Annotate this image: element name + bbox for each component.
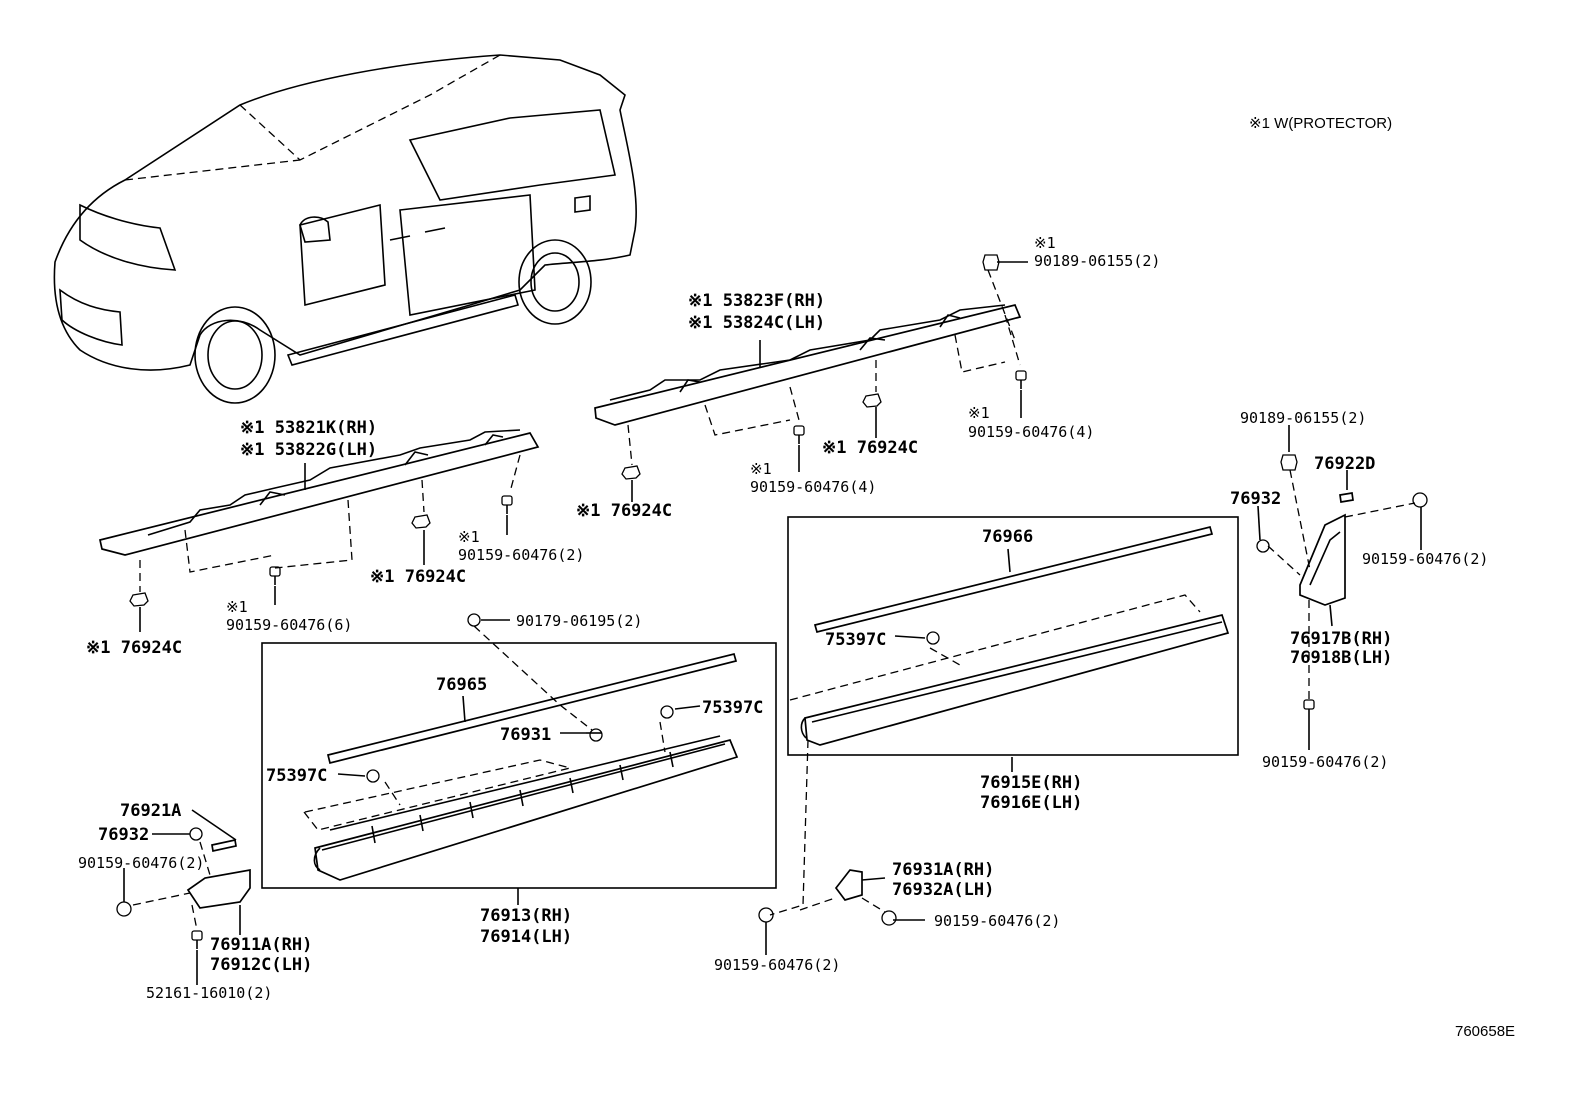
- callout-c26: 90159-60476(2): [1262, 753, 1388, 771]
- callout-c32-line2: 76932A(LH): [892, 880, 994, 900]
- screw-fastener: [1015, 370, 1027, 389]
- callout-c18: 76966: [982, 527, 1033, 547]
- callout-c31: 52161-16010(2): [146, 984, 272, 1002]
- callout-c20-line2: 76916E(LH): [980, 793, 1082, 813]
- callout-c10-line1: ※1: [226, 598, 248, 616]
- callout-c11: ※1 76924C: [86, 638, 182, 658]
- callout-c8-line1: ※1: [458, 528, 480, 546]
- callout-c6: ※1 76924C: [576, 501, 672, 521]
- front-rocker-protector: [98, 429, 540, 556]
- clip-fastener: [1280, 454, 1298, 471]
- callout-c32-line1: 76931A(RH): [892, 860, 994, 880]
- front-end-seal: [211, 838, 237, 853]
- push-clip: [366, 769, 380, 783]
- callout-c22: 76922D: [1314, 454, 1375, 474]
- callout-c33: 90159-60476(2): [934, 912, 1060, 930]
- callout-c23: 76932: [1230, 489, 1281, 509]
- leader-lines: [123, 261, 1422, 985]
- screw-fastener: [191, 930, 203, 949]
- callout-c34: 90159-60476(2): [714, 956, 840, 974]
- diagram-id: 760658E: [1455, 1023, 1515, 1040]
- push-clip: [926, 631, 940, 645]
- push-clip: [1256, 539, 1270, 553]
- callout-c12: 90179-06195(2): [516, 612, 642, 630]
- callout-c27: 76921A: [120, 801, 181, 821]
- retainer-clip: [129, 592, 149, 607]
- push-clip: [189, 827, 203, 841]
- callout-c24: 90159-60476(2): [1362, 550, 1488, 568]
- bolt-fastener: [881, 910, 897, 926]
- screw-fastener: [1303, 699, 1315, 718]
- rear-moulding-group-box: [787, 516, 1239, 756]
- push-clip: [660, 705, 674, 719]
- callout-c2-line1: ※1 53823F(RH): [688, 291, 825, 311]
- push-clip: [586, 728, 603, 742]
- callout-c2-line2: ※1 53824C(LH): [688, 313, 825, 333]
- clip-fastener: [982, 254, 1000, 271]
- front-moulding-group-box: [261, 642, 777, 889]
- callout-c20-line1: 76915E(RH): [980, 773, 1082, 793]
- callout-c5-line2: 90159-60476(4): [750, 478, 876, 496]
- callout-c21: 90189-06155(2): [1240, 409, 1366, 427]
- rear-end-cover: [1299, 513, 1346, 606]
- callout-c25-line2: 76918B(LH): [1290, 648, 1392, 668]
- callout-c9: ※1 76924C: [370, 567, 466, 587]
- retainer-clip: [621, 465, 641, 480]
- callout-c7-line2: ※1 53822G(LH): [240, 440, 377, 460]
- front-end-cover: [186, 868, 251, 909]
- callout-c16: 75397C: [702, 698, 763, 718]
- callout-c15: 76931: [500, 725, 551, 745]
- screw-fastener: [501, 495, 513, 514]
- vehicle-illustration: [53, 54, 637, 404]
- screw-fastener: [793, 425, 805, 444]
- bolt-fastener: [1412, 492, 1428, 508]
- part-labels: ※1 W(PROTECTOR) 760658E ※1 90189-06155(2…: [78, 115, 1515, 1040]
- callout-c14: 75397C: [266, 766, 327, 786]
- callout-c10-line2: 90159-60476(6): [226, 616, 352, 634]
- callout-c7-line1: ※1 53821K(RH): [240, 418, 377, 438]
- moulding-bracket: [834, 869, 863, 901]
- screw-fastener: [269, 566, 281, 585]
- callout-c19: 75397C: [825, 630, 886, 650]
- callout-c30-line2: 76912C(LH): [210, 955, 312, 975]
- callout-c5-line1: ※1: [750, 460, 772, 478]
- retainer-clip: [862, 393, 882, 408]
- callout-c17-line2: 76914(LH): [480, 927, 572, 947]
- callout-c13: 76965: [436, 675, 487, 695]
- rear-rocker-protector: [594, 304, 1022, 426]
- callout-c29: 90159-60476(2): [78, 854, 204, 872]
- callout-c30-line1: 76911A(RH): [210, 935, 312, 955]
- dashed-guides: [132, 269, 1416, 931]
- bolt-fastener: [116, 901, 132, 917]
- callout-c25-line1: 76917B(RH): [1290, 629, 1392, 649]
- rear-end-seal: [1339, 492, 1354, 503]
- callout-c3-line1: ※1: [968, 404, 990, 422]
- front-side-moulding: [313, 735, 739, 881]
- callout-c17-line1: 76913(RH): [480, 906, 572, 926]
- push-clip: [467, 613, 481, 627]
- rear-side-moulding: [800, 613, 1230, 746]
- callout-c3-line2: 90159-60476(4): [968, 423, 1094, 441]
- rear-moulding-strip: [813, 525, 1214, 634]
- callout-c4: ※1 76924C: [822, 438, 918, 458]
- retainer-clip: [411, 514, 431, 529]
- front-moulding-strip: [326, 652, 738, 765]
- callout-c1-line1: ※1: [1034, 234, 1056, 252]
- legend-note: ※1 W(PROTECTOR): [1249, 115, 1392, 132]
- callout-c1-line2: 90189-06155(2): [1034, 252, 1160, 270]
- callout-c28: 76932: [98, 825, 149, 845]
- callout-c8-line2: 90159-60476(2): [458, 546, 584, 564]
